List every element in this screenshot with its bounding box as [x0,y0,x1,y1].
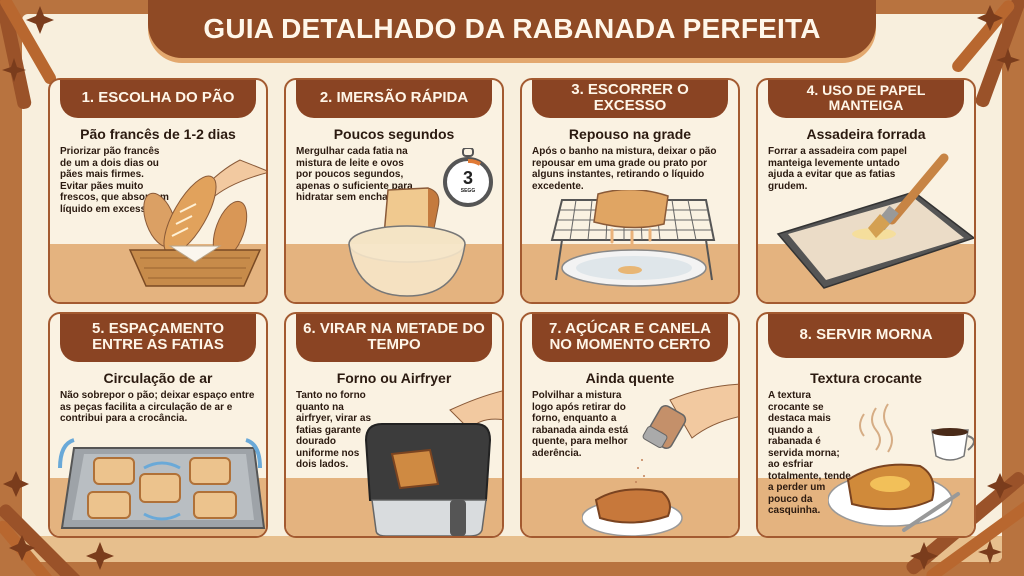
card-body: A textura crocante se destaca mais quand… [768,390,851,516]
card-body: Tanto no forno quanto na airfryer, virar… [296,390,372,470]
baking-tray-brush-icon [776,153,974,289]
card-subtitle: Pão francês de 1-2 dias [80,126,236,142]
card-header: 7. AÇÚCAR E CANELA NO MOMENTO CERTO [532,314,728,362]
card-header: 6. VIRAR NA METADE DO TEMPO [296,314,492,362]
card-subtitle: Circulação de ar [103,370,213,386]
card-uso-de-papel-manteiga: 4. USO DE PAPEL MANTEIGA Assadeira forra… [756,78,976,304]
card-body: Após o banho na mistura, deixar o pão re… [532,146,717,192]
card-subtitle: Forno ou Airfryer [336,370,452,386]
card-body: Polvilhar a mistura logo após retirar do… [532,390,629,459]
card-body: Priorizar pão francês de um a dois dias … [60,146,169,215]
card-escolha-do-pao: 1. ESCOLHA DO PÃO Pão francês de 1-2 dia… [48,78,268,304]
airfryer-icon [364,390,502,536]
tray-with-slices-icon [58,438,266,529]
card-header: 1. ESCOLHA DO PÃO [60,80,256,118]
plate-with-coffee-icon [828,403,974,532]
page-title: GUIA DETALHADO DA RABANADA PERFEITA [203,13,821,44]
card-subtitle: Poucos segundos [333,126,455,142]
card-subtitle: Textura crocante [810,370,922,386]
card-header: 8. SERVIR MORNA [768,314,964,358]
cinnamon-star-anise-icon [952,0,1024,108]
card-subtitle: Ainda quente [585,370,675,386]
card-virar-na-metade-do-tempo: 6. VIRAR NA METADE DO TEMPO Forno ou Air… [284,312,504,538]
card-header: 2. IMERSÃO RÁPIDA [296,80,492,118]
card-body: Forrar a assadeira com papel manteiga le… [768,146,907,192]
card-servir-morna: 8. SERVIR MORNA Textura crocante A textu… [756,312,976,538]
card-espacamento-entre-as-fatias: 5. ESPAÇAMENTO ENTRE AS FATIAS Circulaçã… [48,312,268,538]
card-body: Mergulhar cada fatia na mistura de leite… [296,146,413,203]
bottom-band [22,536,1002,562]
bread-basket-icon [128,159,266,287]
timer-value: 3 [462,168,473,188]
sugar-shaker-icon [582,383,738,536]
card-subtitle: Repouso na grade [568,126,692,142]
card-subtitle: Assadeira forrada [806,126,926,142]
timer-unit: SEGG [460,188,476,194]
card-header: 5. ESPAÇAMENTO ENTRE AS FATIAS [60,314,256,362]
card-body: Não sobrepor o pão; deixar espaço entre … [60,390,255,424]
card-header: 3. ESCORRER O EXCESSO [532,80,728,118]
card-escorrer-o-excesso: 3. ESCORRER O EXCESSO Repouso na grade A… [520,78,740,304]
stopwatch-icon: 3 SEGG [440,147,496,208]
card-imersao-rapida: 2. IMERSÃO RÁPIDA Poucos segundos Mergul… [284,78,504,304]
title-banner: GUIA DETALHADO DA RABANADA PERFEITA [148,0,876,58]
cinnamon-star-anise-icon [0,471,114,576]
cooling-rack-icon [550,190,716,287]
bowl-with-bread-icon [348,187,466,297]
cinnamon-star-anise-icon [0,0,56,110]
card-acucar-e-canela: 7. AÇÚCAR E CANELA NO MOMENTO CERTO Aind… [520,312,740,538]
card-header: 4. USO DE PAPEL MANTEIGA [768,80,964,118]
